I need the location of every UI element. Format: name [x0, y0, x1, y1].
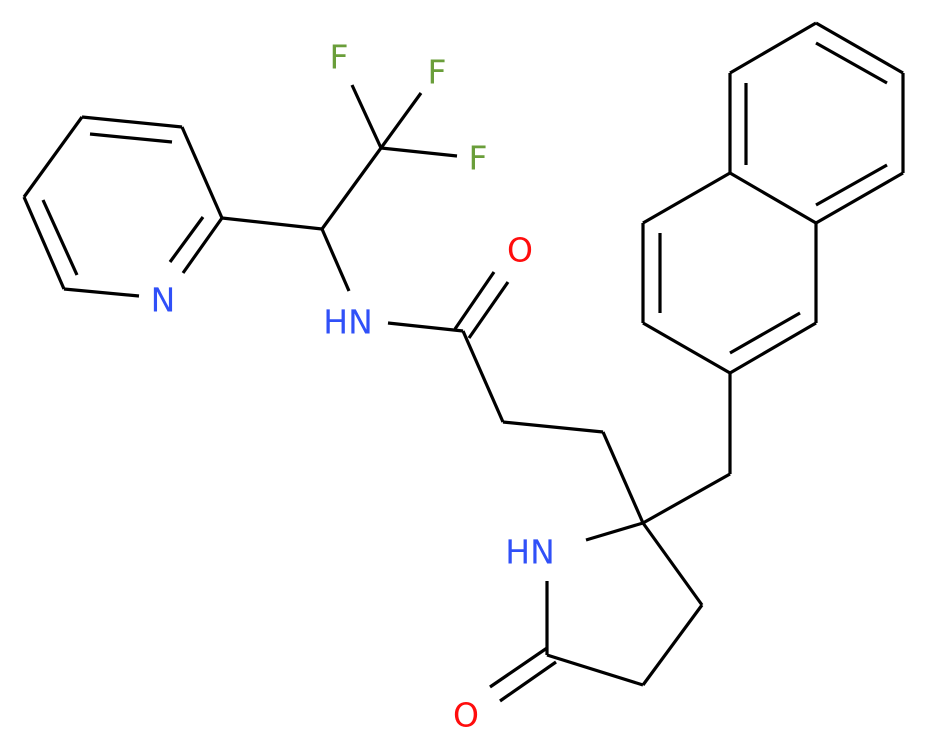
bond-line [815, 21, 904, 75]
amide-nh: HN [323, 302, 373, 342]
bond-line [81, 115, 183, 129]
amide-oxygen: O [507, 230, 533, 270]
bond-line [180, 126, 224, 219]
bond-line [729, 21, 817, 75]
bond-line [467, 281, 510, 339]
bond-line [641, 604, 704, 686]
bond-line [499, 660, 557, 703]
bond-line [89, 132, 173, 144]
bond-line [585, 521, 644, 542]
lactam-nh: HN [505, 532, 555, 572]
bond-line [380, 146, 458, 158]
bond-line [729, 321, 817, 375]
bond-line [387, 321, 464, 333]
fluorine-atom-2: F [427, 52, 447, 92]
bond-line [350, 84, 383, 149]
bond-line [181, 217, 224, 274]
bond-line [815, 171, 904, 225]
bond-line [221, 216, 323, 231]
bond-line [601, 431, 645, 524]
bond-line [320, 147, 383, 230]
bond-line [379, 92, 423, 149]
bond-line [320, 228, 351, 292]
bond-line [22, 196, 66, 290]
bond-line [502, 420, 604, 434]
bond-line [63, 287, 140, 298]
bond-line [729, 311, 801, 355]
bond-line [461, 330, 505, 423]
bond-line [546, 653, 644, 687]
bond-line [22, 116, 84, 198]
bond-line [453, 271, 496, 330]
bond-line [815, 41, 888, 85]
bond-line [642, 171, 731, 225]
bond-line [641, 522, 704, 606]
bond-line [41, 199, 79, 276]
pyridine-nitrogen: N [150, 280, 176, 320]
lactam-oxygen: O [453, 695, 479, 735]
bond-line [729, 171, 817, 225]
bond-line [168, 216, 205, 263]
bond-line [642, 472, 731, 525]
bond-line [815, 163, 888, 207]
fluorine-atom-3: F [468, 138, 488, 178]
fluorine-atom-1: F [329, 37, 349, 77]
bond-line [642, 321, 731, 375]
bond-line [489, 646, 548, 689]
